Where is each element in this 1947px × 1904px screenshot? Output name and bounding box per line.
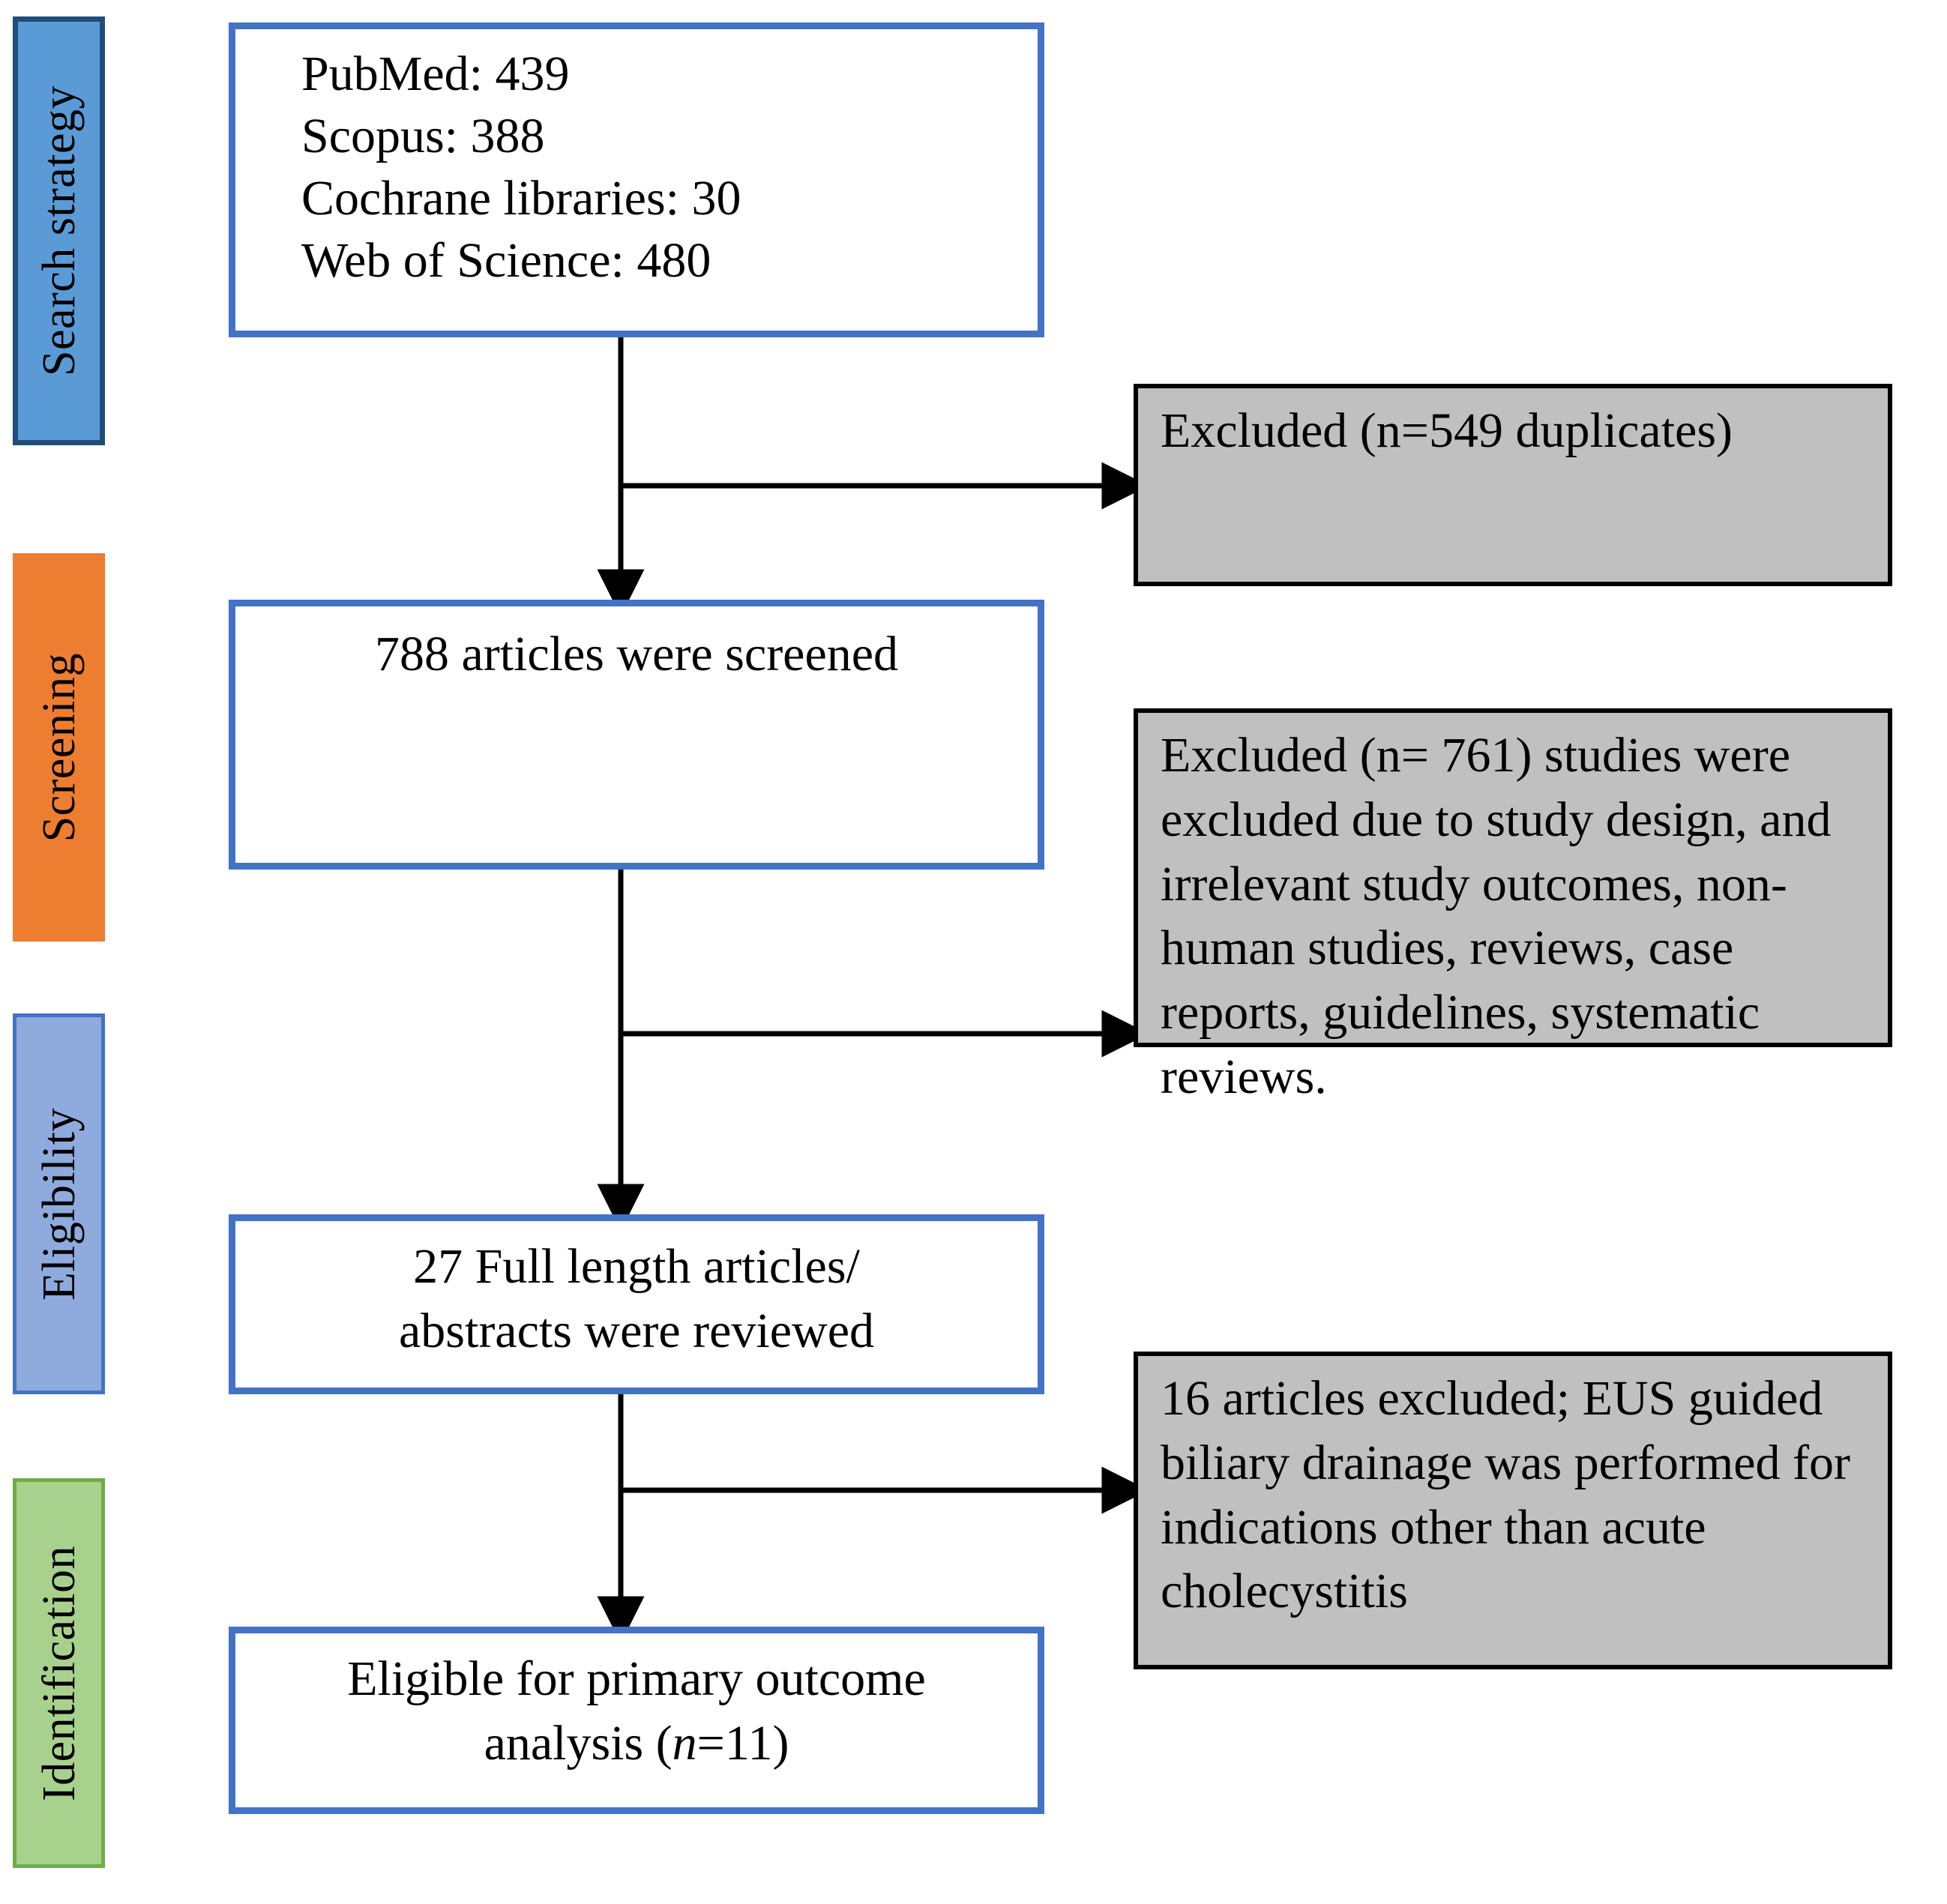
node-database-sources: PubMed: 439 Scopus: 388 Cochrane librari…: [229, 22, 1044, 337]
node-eligible-line2-prefix: analysis (: [484, 1715, 672, 1771]
stage-label-text: Search strategy: [33, 85, 85, 376]
source-line-scopus: Scopus: 388: [301, 109, 545, 164]
stage-label-screening: Screening: [13, 553, 105, 942]
stage-label-text: Eligibility: [33, 1107, 85, 1301]
node-fulltext-line1: 27 Full length articles/: [413, 1239, 860, 1294]
node-eligible-text: Eligible for primary outcome analysis (n…: [255, 1647, 1018, 1776]
node-screened-text: 788 articles were screened: [374, 627, 899, 681]
excluded-box-fulltext: 16 articles excluded; EUS guided biliary…: [1134, 1352, 1892, 1669]
stage-label-identification: Identification: [13, 1478, 105, 1868]
node-fulltext-line2: abstracts were reviewed: [399, 1303, 874, 1358]
node-fulltext-reviewed: 27 Full length articles/ abstracts were …: [229, 1214, 1044, 1394]
node-articles-screened: 788 articles were screened: [229, 600, 1044, 870]
node-eligible-line2-suffix: =11): [696, 1715, 789, 1771]
source-line-cochrane: Cochrane libraries: 30: [301, 171, 741, 226]
stage-label-text: Screening: [33, 652, 85, 843]
source-line-wos: Web of Science: 480: [301, 233, 711, 289]
node-eligible-line1: Eligible for primary outcome: [347, 1651, 926, 1706]
node-eligible-n-symbol: n: [672, 1715, 697, 1771]
node-eligible-line2: analysis (n=11): [255, 1711, 1018, 1776]
stage-label-search-strategy: Search strategy: [13, 16, 105, 445]
node-sources-lines: PubMed: 439 Scopus: 388 Cochrane librari…: [255, 43, 1018, 292]
stage-label-eligibility: Eligibility: [13, 1013, 105, 1394]
stage-label-text: Identification: [33, 1545, 85, 1801]
excluded-box-duplicates: Excluded (n=549 duplicates): [1134, 384, 1892, 586]
excluded-screening-text: Excluded (n= 761) studies were excluded …: [1161, 728, 1832, 1104]
source-line-pubmed: PubMed: 439: [301, 46, 570, 101]
excluded-box-screening: Excluded (n= 761) studies were excluded …: [1134, 708, 1892, 1104]
excluded-duplicates-text: Excluded (n=549 duplicates): [1161, 403, 1733, 458]
excluded-fulltext-text: 16 articles excluded; EUS guided biliary…: [1161, 1371, 1850, 1619]
node-fulltext-text: 27 Full length articles/ abstracts were …: [255, 1235, 1018, 1364]
node-eligible-primary-outcome: Eligible for primary outcome analysis (n…: [229, 1627, 1044, 1814]
